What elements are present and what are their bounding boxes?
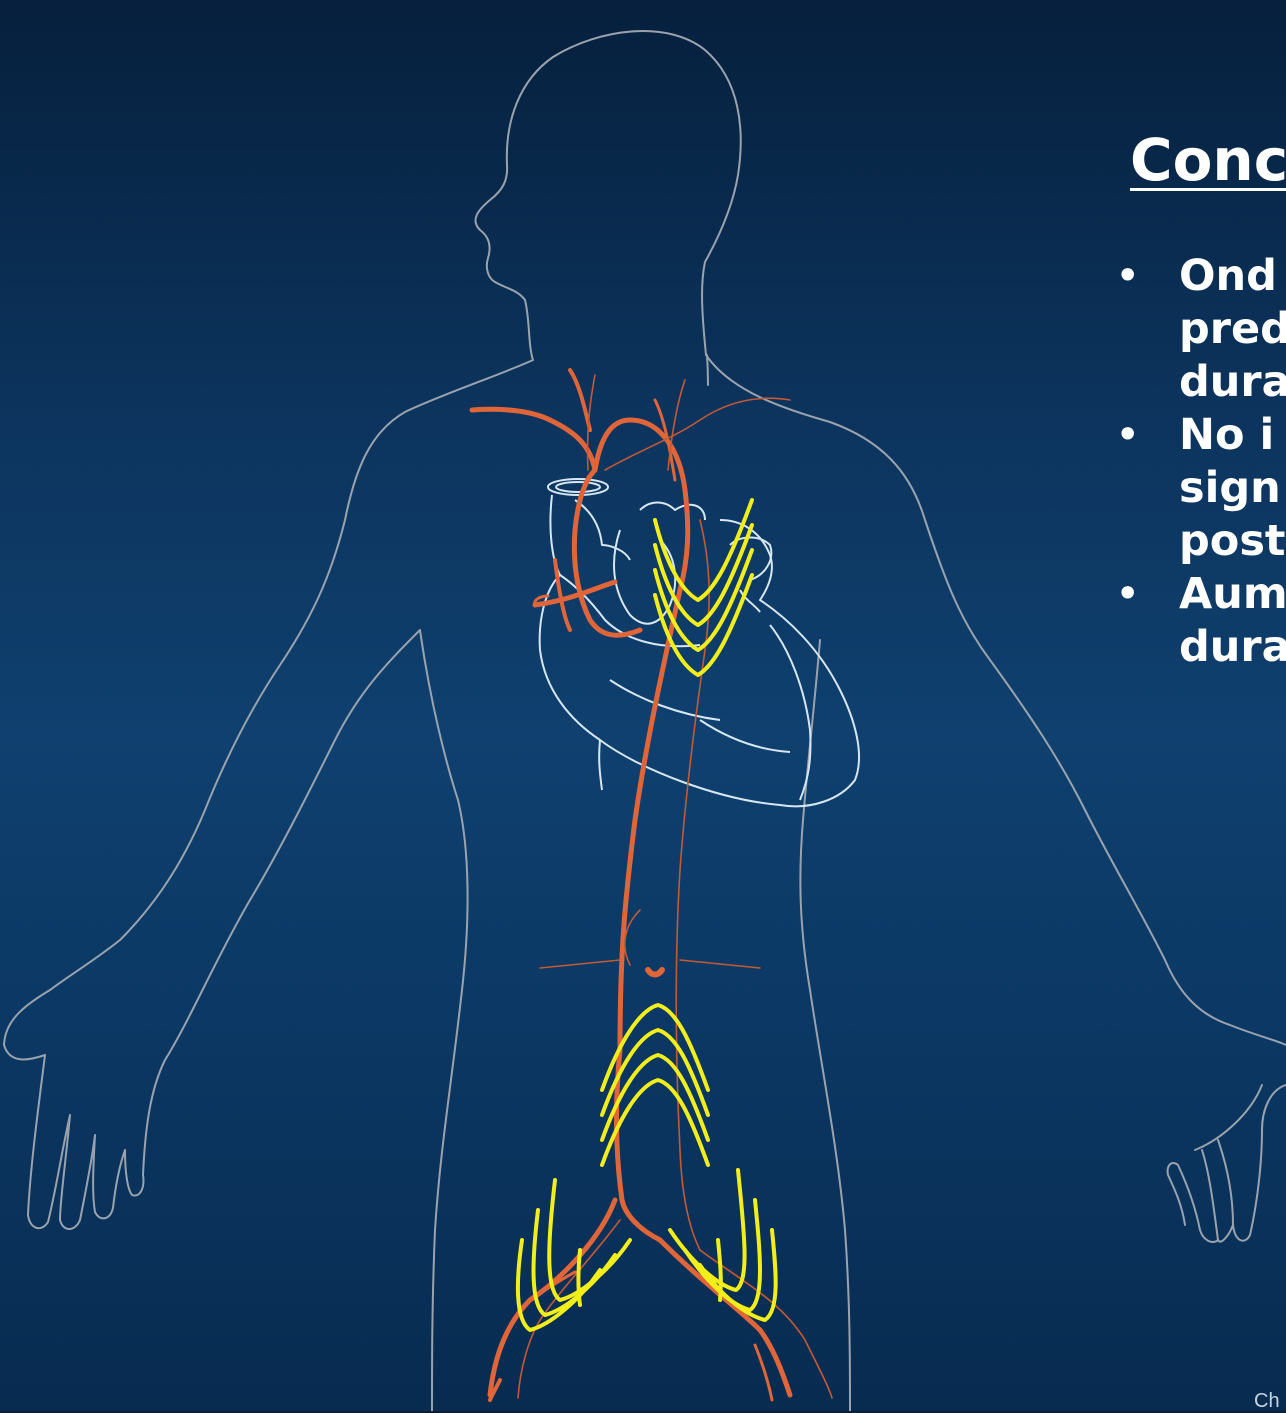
bullet-list: Ond pred dura No i sign post Aum dura (1115, 250, 1286, 674)
bullet-item: Ond pred dura (1115, 250, 1286, 409)
bullet-line: Aum (1179, 568, 1286, 621)
bullet-item: Aum dura (1115, 568, 1286, 674)
bullet-line: dura (1179, 621, 1286, 674)
bullet-line: dura (1179, 356, 1286, 409)
human-silhouette-icon (4, 31, 1286, 1411)
bullet-item: No i sign post (1115, 409, 1286, 568)
bullet-line: No i (1179, 409, 1286, 462)
footer-text: Ch (1254, 1390, 1280, 1413)
bullet-line: pred (1179, 303, 1286, 356)
bullet-line: Ond (1179, 250, 1286, 303)
bullet-line: sign (1179, 462, 1286, 515)
heart-icon (540, 479, 859, 806)
bullet-line: post (1179, 515, 1286, 568)
slide-title: Conc (1130, 126, 1286, 194)
artery-thin (518, 375, 832, 1398)
